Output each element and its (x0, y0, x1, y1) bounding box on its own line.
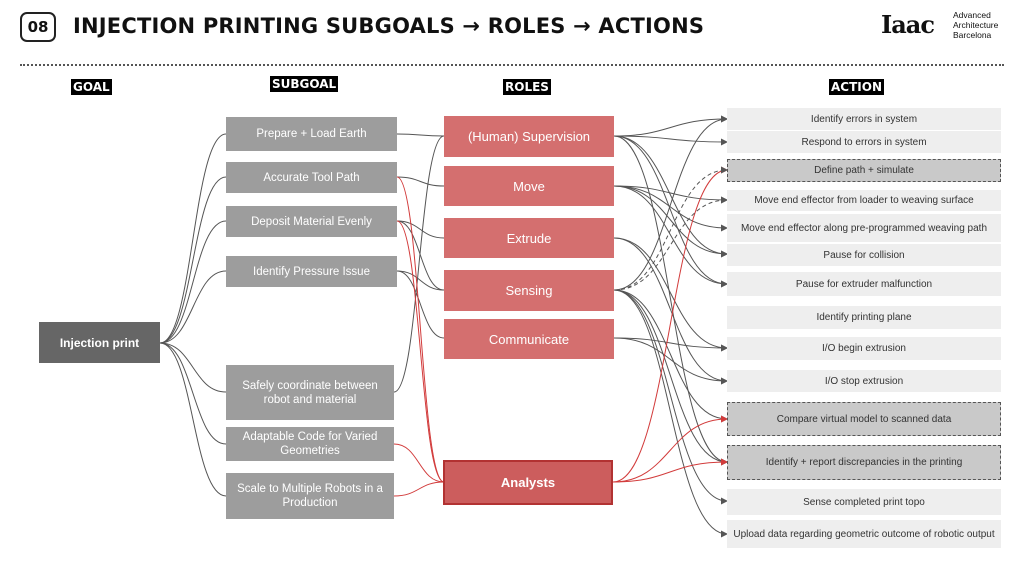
action-io-begin-extrusion: I/O begin extrusion (727, 337, 1001, 360)
role-action-link (613, 289, 728, 538)
role-action-link (613, 135, 728, 146)
action-identify-printing-plane: Identify printing plane (727, 306, 1001, 329)
role-action-link (613, 289, 728, 466)
subgoal-analysts-link (396, 220, 445, 483)
column-header-goal: GOAL (71, 79, 112, 95)
page-title: INJECTION PRINTING SUBGOALS → ROLES → AC… (73, 14, 705, 38)
action-sense-completed-print: Sense completed print topo (727, 489, 1001, 515)
subgoal-analysts-link (396, 176, 445, 483)
action-move-loader-to-surface: Move end effector from loader to weaving… (727, 190, 1001, 211)
analysts-action-link (612, 415, 728, 483)
role-action-link (613, 289, 728, 423)
role-action-dashed-link (613, 166, 728, 291)
action-compare-virtual-model: Compare virtual model to scanned data (727, 402, 1001, 436)
action-pause-extruder-malfunction: Pause for extruder malfunction (727, 272, 1001, 296)
subgoal-role-link (396, 133, 445, 137)
logo-caption: Advanced Architecture Barcelona (953, 10, 998, 40)
role-action-dashed-link (613, 196, 728, 291)
role-action-link (613, 185, 728, 232)
role-analysts: Analysts (443, 460, 613, 505)
action-move-along-path: Move end effector along pre-programmed w… (727, 214, 1001, 242)
role-action-link (613, 115, 728, 291)
subgoal-analysts-link (393, 443, 445, 483)
goal-subgoal-link (159, 176, 227, 344)
goal-subgoal-link (159, 342, 227, 445)
logo-line-2: Architecture (953, 20, 999, 30)
goal-subgoal-link (159, 133, 227, 344)
analysts-action-link (612, 458, 728, 483)
slide-number: 08 (20, 12, 56, 42)
role-action-link (613, 237, 728, 385)
goal-subgoal-link (159, 220, 227, 344)
role-action-link (613, 135, 728, 288)
subgoal-deposit-material-evenly: Deposit Material Evenly (226, 206, 397, 237)
title-divider (20, 64, 1004, 66)
action-define-path-simulate: Define path + simulate (727, 159, 1001, 182)
subgoal-role-link (396, 220, 445, 239)
action-respond-errors: Respond to errors in system (727, 131, 1001, 153)
logo-line-1: Advanced (953, 10, 991, 20)
subgoal-role-link (396, 270, 445, 291)
logo-line-3: Barcelona (953, 30, 992, 40)
subgoal-adaptable-code: Adaptable Code for Varied Geometries (226, 427, 394, 461)
goal-subgoal-link (159, 342, 227, 393)
action-pause-collision: Pause for collision (727, 244, 1001, 266)
subgoal-accurate-tool-path: Accurate Tool Path (226, 162, 397, 193)
column-header-subgoal: SUBGOAL (270, 76, 339, 92)
role-communicate: Communicate (444, 319, 614, 359)
action-identify-report-discrepancies: Identify + report discrepancies in the p… (727, 445, 1001, 480)
role-action-link (613, 135, 728, 258)
role-action-link (613, 337, 728, 352)
role-action-link (613, 185, 728, 204)
role-action-link (613, 185, 728, 258)
column-header-roles: ROLES (503, 79, 551, 95)
action-upload-data: Upload data regarding geometric outcome … (727, 520, 1001, 548)
role-action-link (613, 135, 728, 466)
role-action-link (613, 115, 728, 137)
goal-subgoal-link (159, 270, 227, 344)
goal-injection-print: Injection print (39, 322, 160, 363)
action-io-stop-extrusion: I/O stop extrusion (727, 370, 1001, 392)
subgoal-role-link (396, 270, 445, 339)
column-header-action: ACTION (829, 79, 884, 95)
goal-subgoal-link (159, 342, 227, 497)
subgoal-identify-pressure-issue: Identify Pressure Issue (226, 256, 397, 287)
action-identify-errors: Identify errors in system (727, 108, 1001, 130)
subgoal-safely-coordinate: Safely coordinate between robot and mate… (226, 365, 394, 420)
role-action-link (613, 185, 728, 288)
role-extrude: Extrude (444, 218, 614, 258)
analysts-action-link (612, 166, 728, 483)
subgoal-role-link (396, 220, 445, 291)
subgoal-role-link (396, 176, 445, 187)
subgoal-analysts-link (393, 481, 445, 497)
subgoal-scale-multiple-robots: Scale to Multiple Robots in a Production (226, 473, 394, 519)
subgoal-role-link (393, 135, 445, 393)
role-action-link (613, 337, 728, 385)
role-sensing: Sensing (444, 270, 614, 311)
subgoal-prepare-load-earth: Prepare + Load Earth (226, 117, 397, 151)
role-human-supervision: (Human) Supervision (444, 116, 614, 157)
iaac-logo: Iaac (881, 10, 935, 39)
role-action-link (613, 289, 728, 505)
role-move: Move (444, 166, 614, 206)
role-action-link (613, 237, 728, 352)
